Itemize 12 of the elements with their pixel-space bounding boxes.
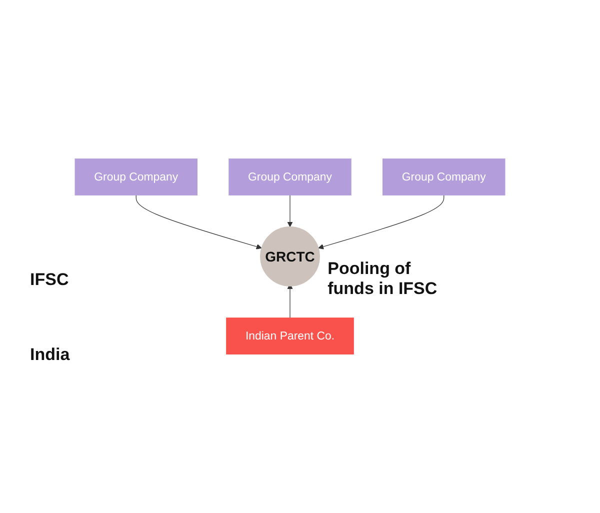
node-box: Group Company bbox=[74, 158, 198, 196]
node-box: Indian Parent Co. bbox=[226, 318, 354, 354]
region-label: India bbox=[30, 345, 70, 365]
region-label: IFSC bbox=[30, 270, 69, 290]
arrow bbox=[136, 194, 262, 250]
arrow bbox=[287, 194, 293, 228]
node-caption: Pooling of funds in IFSC bbox=[328, 259, 438, 300]
arrow bbox=[287, 284, 293, 318]
node-circle: GRCTC bbox=[260, 226, 320, 286]
arrow bbox=[318, 194, 444, 250]
node-box: Group Company bbox=[382, 158, 506, 196]
node-box: Group Company bbox=[228, 158, 352, 196]
